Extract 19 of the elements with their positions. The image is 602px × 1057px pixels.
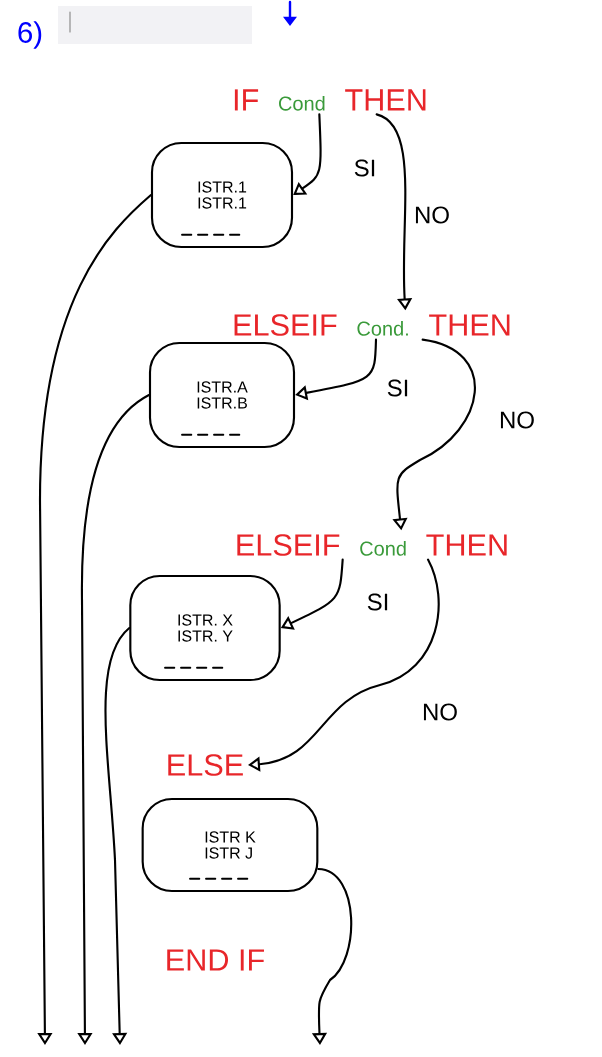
keyword-text: ELSEIF Cond THEN [237, 534, 507, 556]
keyword-text: ELSEIF Cond. THEN [234, 314, 510, 336]
arrow [293, 113, 322, 195]
instruction-box: ISTR.A ISTR.B [148, 341, 296, 449]
keyword-text: ELSE [168, 754, 243, 776]
instruction-box: ISTR K ISTR J [141, 797, 319, 893]
arrow [104, 626, 131, 1045]
instruction-box: ISTR.1 ISTR.1 [150, 141, 294, 249]
keyword-text: END IF [167, 949, 264, 971]
edge-label: SI [365, 592, 391, 612]
edge-label: NO [412, 205, 452, 225]
edge-label: SI [352, 158, 378, 178]
edge-label: SI [385, 378, 411, 398]
step-number: 6) [18, 21, 42, 49]
instruction-box: ISTR. X ISTR. Y [129, 574, 281, 682]
edge-label: NO [497, 410, 537, 430]
edge-label: NO [420, 702, 460, 722]
keyword-text: IF Cond THEN [234, 89, 426, 111]
arrow [248, 558, 440, 772]
